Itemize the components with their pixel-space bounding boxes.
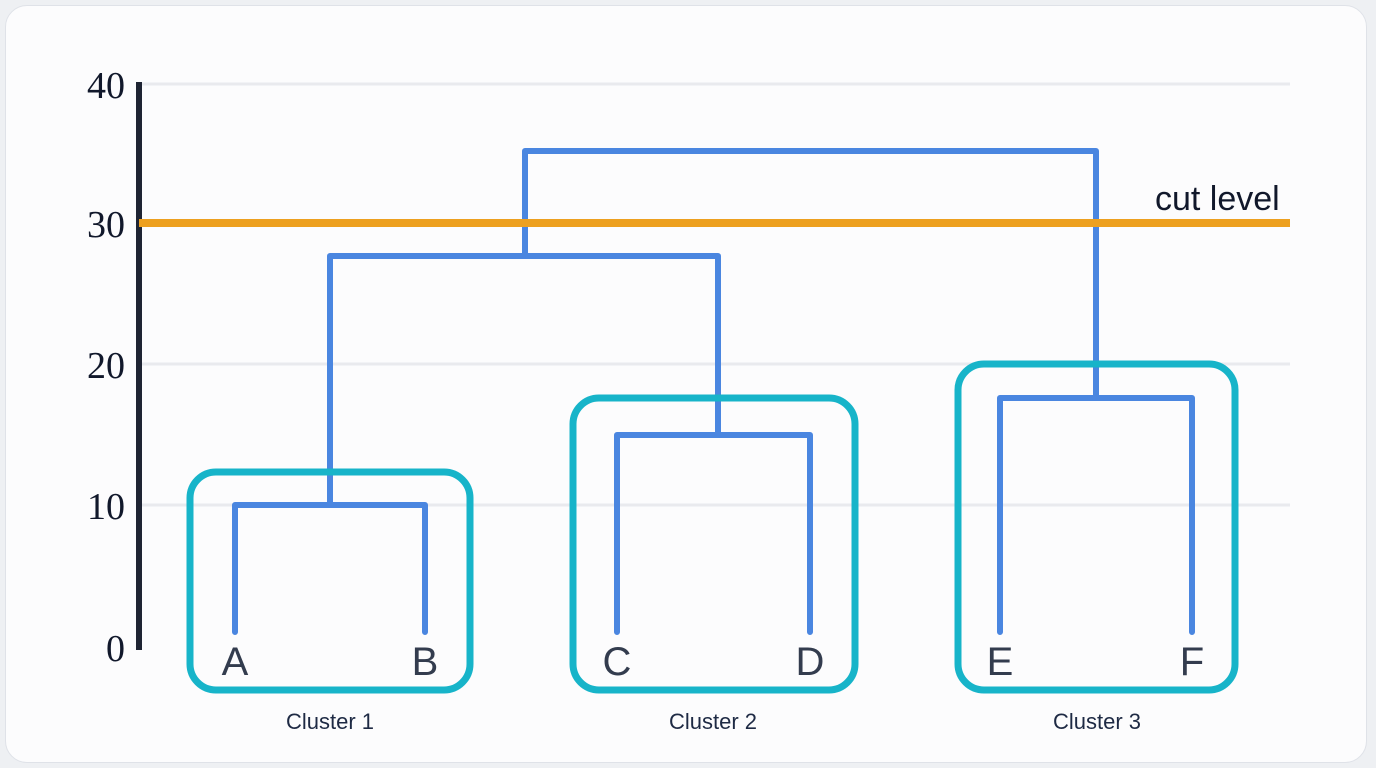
- cut-level-label: cut level: [1155, 180, 1280, 218]
- leaf-label-e: E: [987, 640, 1014, 684]
- link-a-b: [232, 502, 428, 635]
- leaf-labels: A B C D E F: [222, 640, 1205, 684]
- link-e-f: [997, 395, 1195, 635]
- cluster-label-1: Cluster 1: [286, 709, 374, 734]
- leaf-label-a: A: [222, 640, 249, 684]
- link-ab-cd: [327, 253, 721, 508]
- cluster-labels: Cluster 1 Cluster 2 Cluster 3: [286, 709, 1141, 734]
- y-tick-label-20: 20: [87, 345, 125, 387]
- leaf-label-d: D: [796, 640, 825, 684]
- cluster-box-3[interactable]: [954, 360, 1239, 694]
- y-axis-tick-labels: 40 30 20 10 0: [87, 65, 125, 670]
- y-tick-label-40: 40: [87, 65, 125, 107]
- leaf-label-c: C: [603, 640, 632, 684]
- link-root: [522, 148, 1099, 401]
- link-c-d: [614, 432, 813, 635]
- chart-card: [5, 5, 1367, 763]
- y-tick-label-0: 0: [106, 628, 125, 670]
- cluster-label-3: Cluster 3: [1053, 709, 1141, 734]
- y-tick-label-10: 10: [87, 486, 125, 528]
- dendrogram-links: [232, 148, 1195, 635]
- leaf-label-f: F: [1180, 640, 1204, 684]
- cluster-boxes: [186, 360, 1239, 694]
- cluster-label-2: Cluster 2: [669, 709, 757, 734]
- cluster-box-2[interactable]: [569, 394, 859, 694]
- y-tick-label-30: 30: [87, 204, 125, 246]
- leaf-label-b: B: [412, 640, 439, 684]
- cluster-box-1[interactable]: [186, 468, 474, 694]
